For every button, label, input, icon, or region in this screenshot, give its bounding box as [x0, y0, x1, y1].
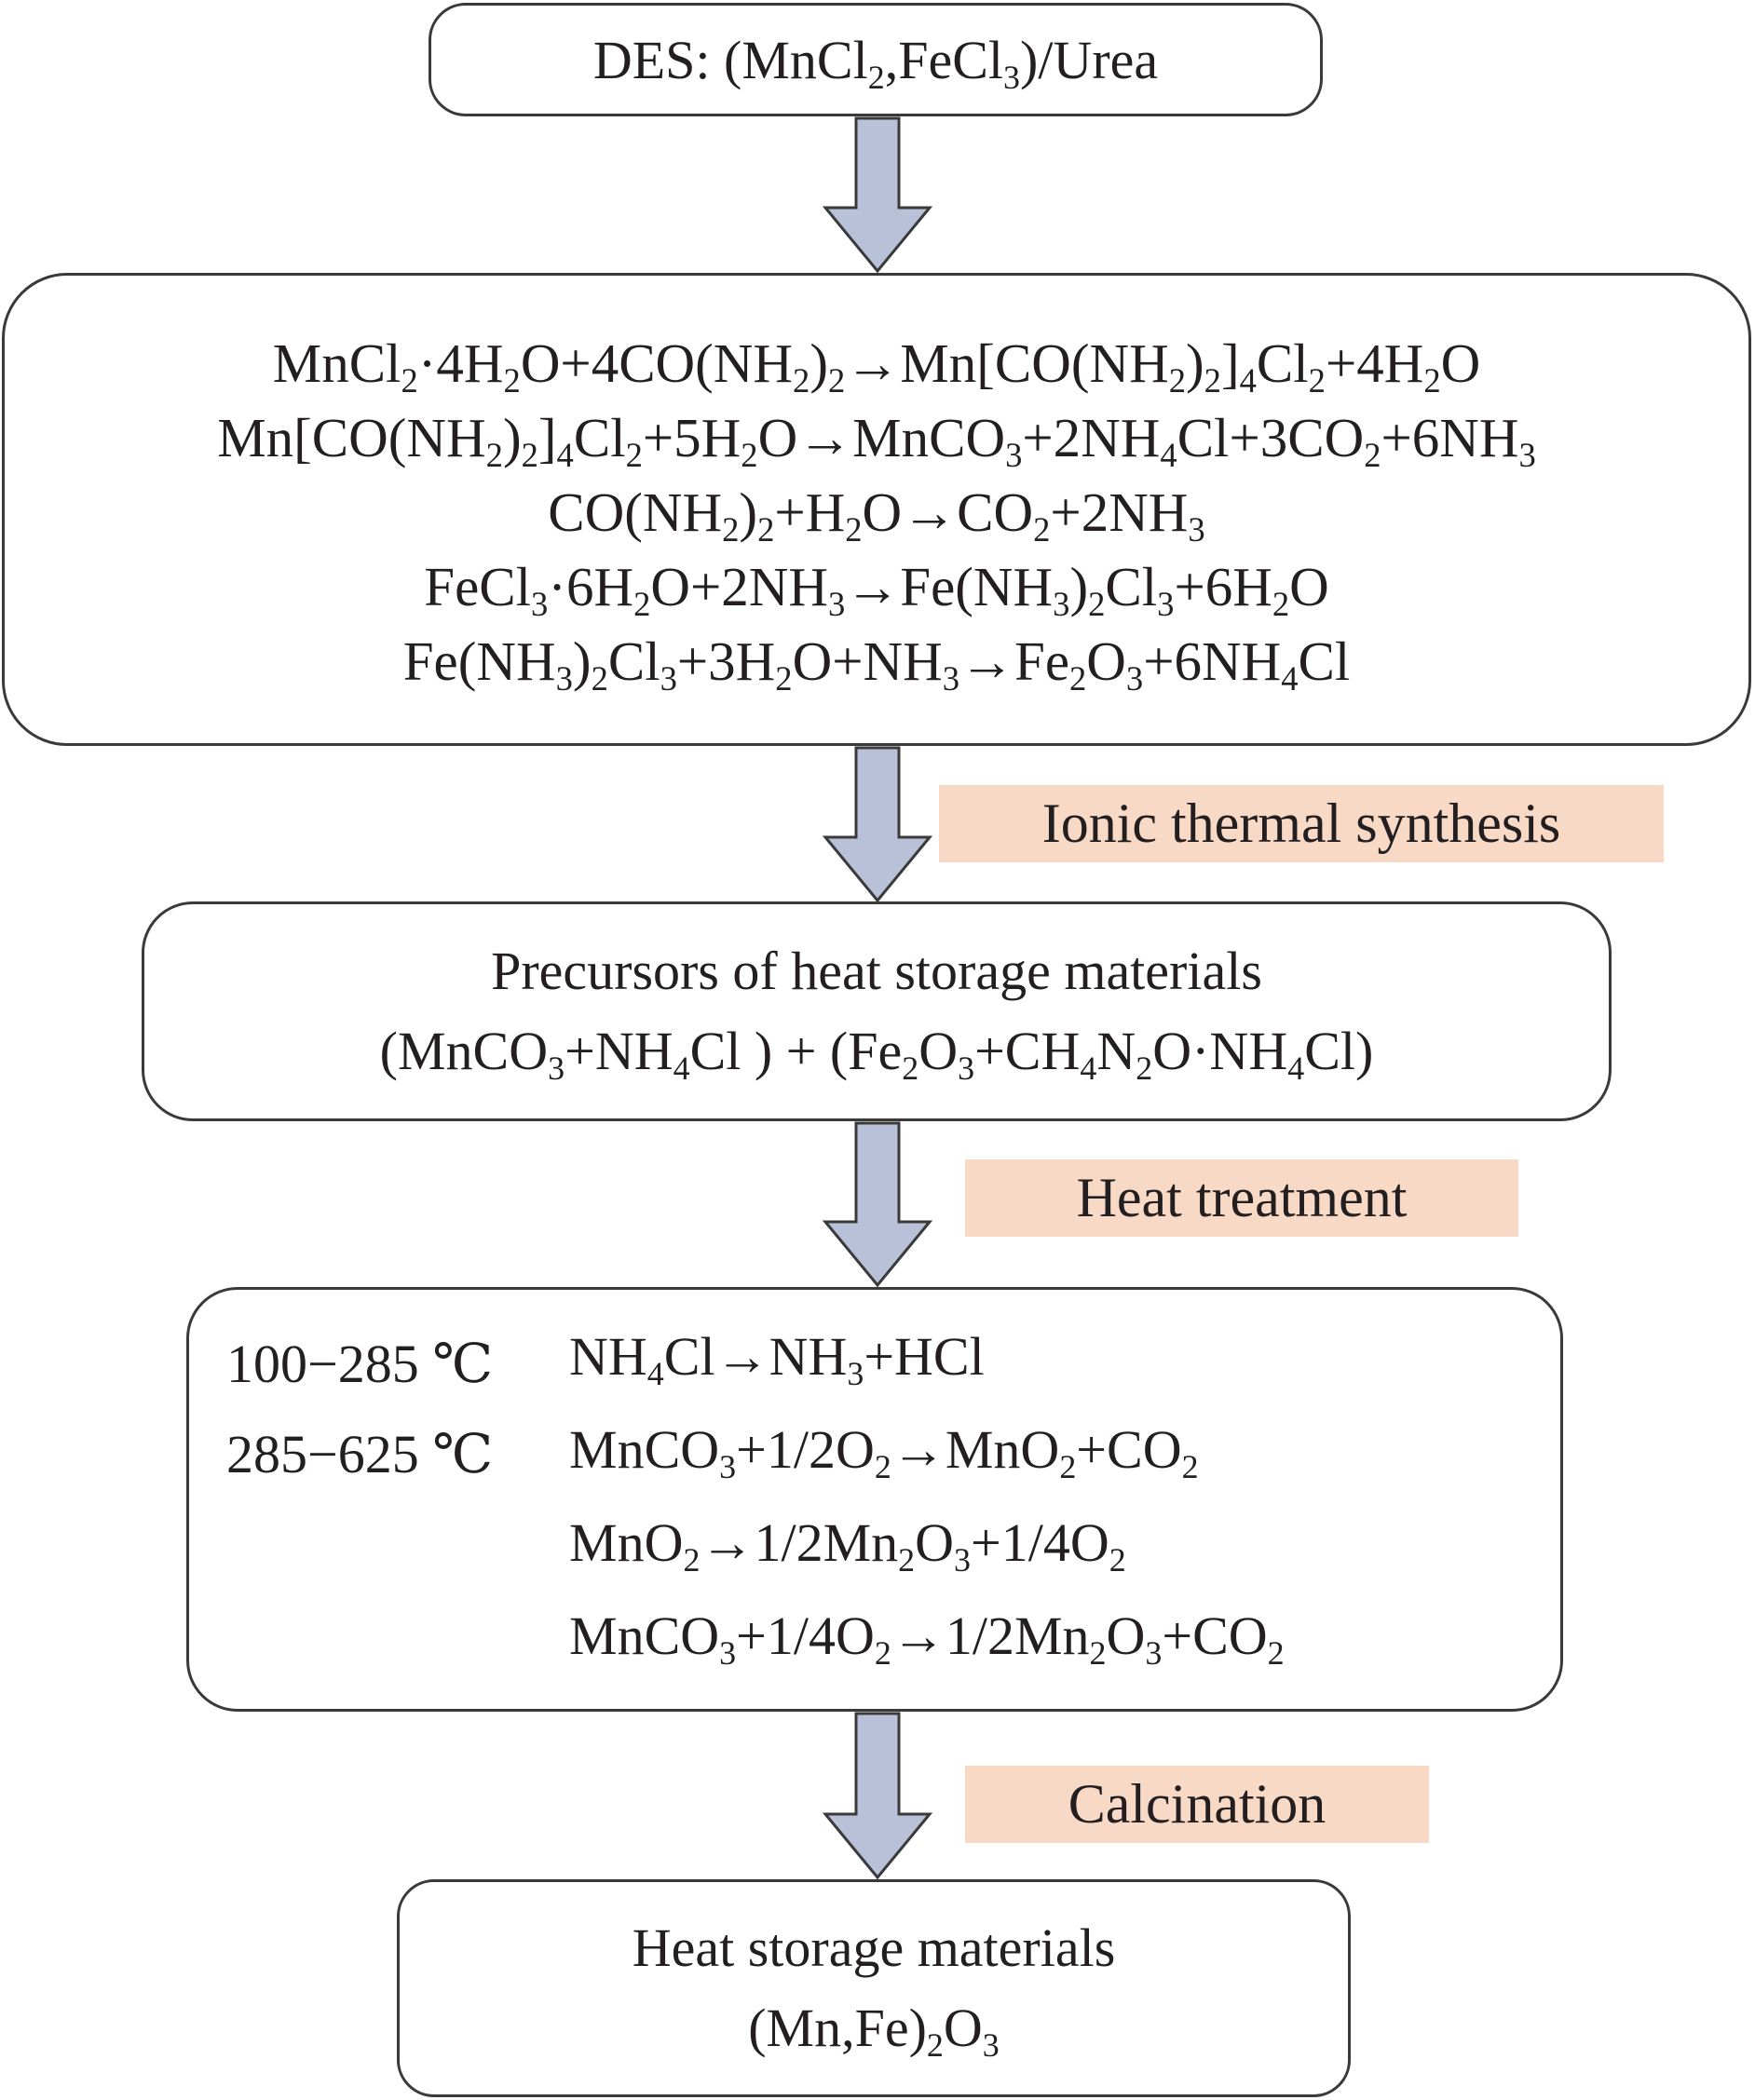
- precursors-box: Precursors of heat storage materials (Mn…: [142, 901, 1612, 1121]
- product-title: Heat storage materials: [632, 1917, 1116, 1978]
- heat-treatment-box: 100−285 ℃ NH4Cl→NH3+HCl 285−625 ℃ MnCO3+…: [186, 1287, 1563, 1712]
- reaction-line-2: Mn[CO(NH2)2]4Cl2+5H2O→MnCO3+2NH4Cl+3CO2+…: [217, 407, 1536, 474]
- heat-eq-2: MnCO3+1/2O2→MnO2+CO2: [569, 1419, 1199, 1485]
- des-box: DES: (MnCl2,FeCl3)/Urea: [429, 3, 1323, 116]
- precursors-formula: (MnCO3+NH4Cl ) + (Fe2O3+CH4N2O·NH4Cl): [379, 1021, 1374, 1087]
- reaction-line-3: CO(NH2)2+H2O→CO2+2NH3: [548, 481, 1205, 549]
- step-label-text: Ionic thermal synthesis: [1041, 793, 1561, 854]
- step-label-text: Calcination: [1068, 1773, 1326, 1835]
- temperature-range: 285−625 ℃: [226, 1424, 494, 1484]
- heat-storage-materials-box: Heat storage materials (Mn,Fe)2O3: [397, 1879, 1351, 2097]
- down-arrow-2-icon: [822, 746, 933, 902]
- precursors-title: Precursors of heat storage materials: [491, 941, 1262, 1001]
- down-arrow-4-icon: [822, 1712, 933, 1879]
- reaction-line-5: Fe(NH3)2Cl3+3H2O+NH3→Fe2O3+6NH4Cl: [402, 630, 1351, 698]
- reaction-line-1: MnCl2·4H2O+4CO(NH2)2→Mn[CO(NH2)2]4Cl2+4H…: [272, 332, 1481, 400]
- down-arrow-3-icon: [822, 1121, 933, 1287]
- step-label-text: Heat treatment: [1076, 1167, 1408, 1228]
- des-label: DES: (MnCl2,FeCl3)/Urea: [592, 29, 1159, 96]
- temperature-range: 100−285 ℃: [226, 1334, 494, 1394]
- step-label-calcination: Calcination: [965, 1766, 1429, 1843]
- heat-row-2: 285−625 ℃: [226, 1422, 493, 1485]
- product-formula: (Mn,Fe)2O3: [748, 1998, 1000, 2064]
- heat-eq-4: MnCO3+1/4O2→1/2Mn2O3+CO2: [569, 1605, 1285, 1672]
- reaction-line-4: FeCl3·6H2O+2NH3→Fe(NH3)2Cl3+6H2O: [424, 556, 1329, 623]
- step-label-ionic-thermal-synthesis: Ionic thermal synthesis: [939, 785, 1664, 862]
- heat-eq-1: NH4Cl→NH3+HCl: [569, 1326, 985, 1392]
- down-arrow-1-icon: [822, 116, 933, 273]
- heat-row-1: 100−285 ℃: [226, 1332, 493, 1395]
- heat-eq-3: MnO2→1/2Mn2O3+1/4O2: [569, 1512, 1126, 1578]
- step-label-heat-treatment: Heat treatment: [965, 1159, 1518, 1237]
- reactions-box: MnCl2·4H2O+4CO(NH2)2→Mn[CO(NH2)2]4Cl2+4H…: [2, 273, 1751, 746]
